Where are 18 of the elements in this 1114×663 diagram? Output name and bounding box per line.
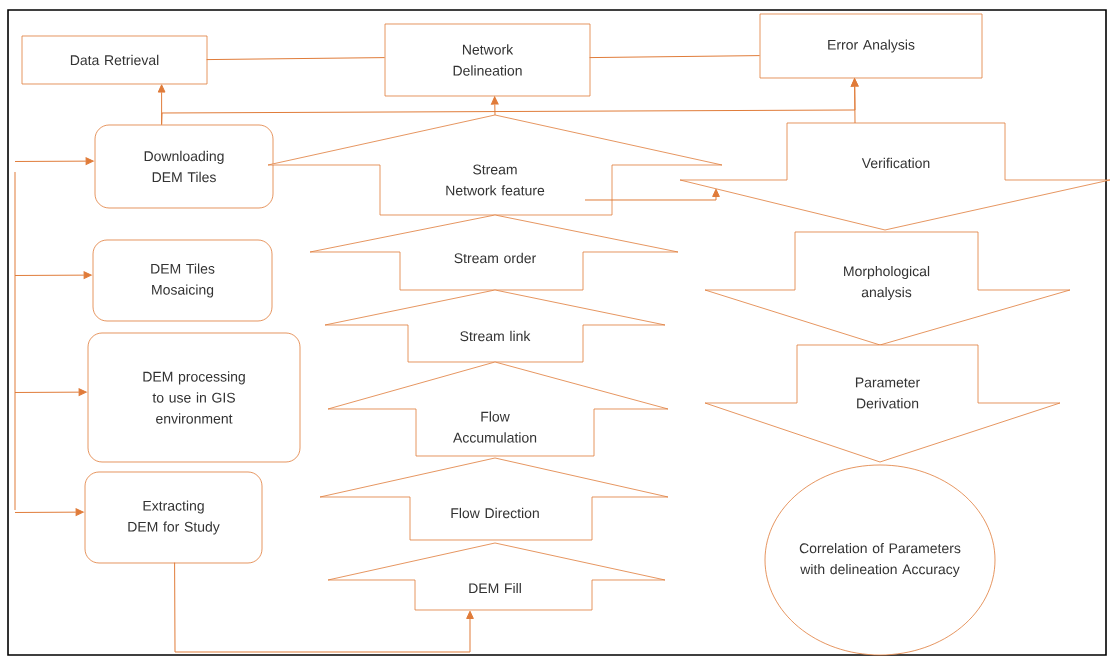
rounded-process-box: DEM processing to use in GIS environment (87, 332, 301, 463)
process-box: Data Retrieval (21, 35, 208, 85)
process-box: Error Analysis (759, 13, 983, 79)
arrow (14, 157, 94, 165)
node-label: Verification (861, 157, 930, 169)
node-label: Correlation of Parameters with delineation Accuracy (799, 542, 961, 578)
arrow (14, 271, 92, 279)
arrow (174, 562, 474, 653)
rounded-process-box: Downloading DEM Tiles (94, 124, 274, 209)
arrow (14, 508, 84, 516)
ellipse-node: Correlation of Parameters with delineation Accuracy (764, 464, 996, 656)
process-box: Network Delineation (384, 23, 591, 97)
arrow (14, 388, 87, 396)
rounded-process-box: Extracting DEM for Study (84, 471, 263, 564)
arrow (850, 78, 859, 124)
arrow (490, 96, 499, 116)
arrow (584, 188, 720, 201)
rounded-process-box: DEM Tiles Mosaicing (92, 239, 273, 322)
